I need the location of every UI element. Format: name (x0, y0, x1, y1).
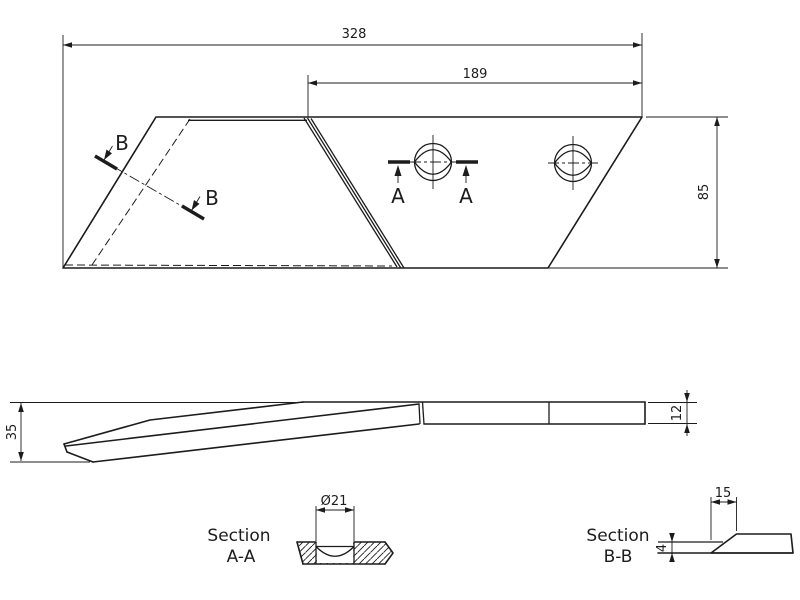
dim-overall-length: 328 (62, 27, 643, 268)
dim-width-value: 85 (697, 184, 712, 201)
joint-line-2 (421, 401, 425, 425)
section-a-title: Section A-A (207, 526, 270, 567)
dim-edge-thickness: 4 (655, 533, 675, 562)
dim-width: 85 (548, 116, 728, 269)
section-a-arrow-right (462, 165, 470, 176)
section-b-title-line2: B-B (604, 547, 633, 567)
dim-bevel-width-value: 15 (715, 486, 732, 501)
dim-plate-thickness-value: 12 (670, 405, 685, 422)
dim-mount-length-value: 189 (463, 67, 488, 82)
section-a-title-line1: Section (207, 526, 270, 546)
cut-label-a-left: A (391, 184, 405, 208)
section-a-a-detail: Ø21 Section A-A (207, 494, 394, 567)
section-a-hole-profile (315, 542, 355, 564)
blade-outline (62, 116, 643, 269)
bottom-silhouette (92, 423, 420, 463)
joint-line-1 (418, 403, 421, 425)
dim-tip-height-value: 35 (5, 424, 20, 441)
dim-edge-thickness-value: 4 (655, 544, 670, 552)
cut-label-a-right: A (459, 184, 473, 208)
mid-bevel-edge-lines (303, 117, 405, 269)
section-b-b-detail: 15 4 Section B-B (586, 486, 794, 567)
top-view: A A B B 328 (62, 27, 728, 269)
section-b-title: Section B-B (586, 526, 649, 567)
section-a-title-line2: A-A (227, 547, 256, 567)
section-a-outline (296, 541, 394, 565)
dim-plate-thickness: 12 (648, 390, 697, 436)
tip-bevel (66, 451, 94, 463)
dim-tip-height: 35 (5, 402, 303, 463)
top-silhouette (63, 401, 304, 445)
cut-label-b-bottom: B (205, 186, 219, 210)
section-a-arrow-left (394, 165, 402, 176)
side-view: 35 12 (5, 390, 697, 463)
hidden-bevel-line (91, 118, 191, 266)
dim-overall-length-value: 328 (342, 27, 367, 42)
hidden-bottom-line (64, 264, 393, 267)
cutting-plane-b-b: B B (94, 131, 219, 221)
section-b-arrow-top (104, 149, 112, 160)
dim-bevel-width: 15 (710, 486, 737, 540)
section-a-hole-clear (316, 540, 354, 563)
section-b-hatched-body (710, 533, 794, 554)
section-b-title-line1: Section (586, 526, 649, 546)
dim-mount-length: 189 (307, 67, 642, 117)
tip-face (63, 443, 68, 453)
dim-hole-diameter: Ø21 (315, 494, 355, 541)
section-b-arrow-bottom (191, 200, 200, 211)
cutting-plane-a-a: A A (388, 160, 478, 208)
cut-label-b-top: B (115, 131, 129, 155)
crease-line (65, 403, 420, 447)
bolt-hole-2 (548, 136, 598, 190)
dim-hole-diameter-value: Ø21 (321, 494, 348, 509)
